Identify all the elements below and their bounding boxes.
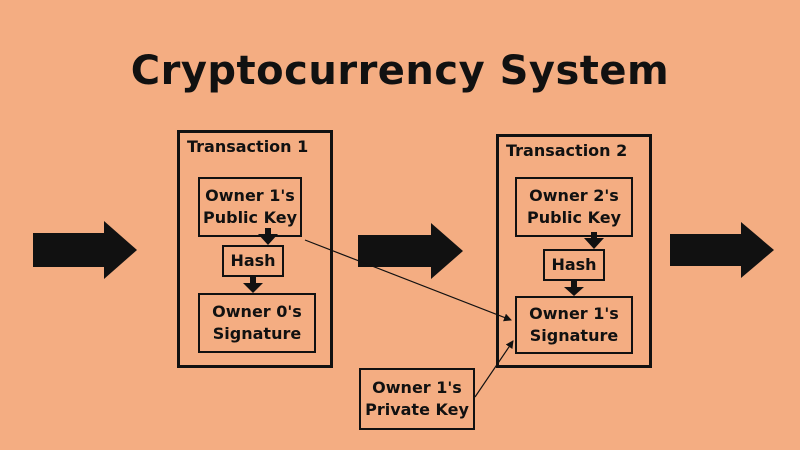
transaction-2-signature-box: Owner 1's Signature (515, 296, 633, 354)
private-key-text: Private Key (365, 400, 469, 419)
flow-arrow-middle (358, 223, 463, 279)
flow-arrow-left (33, 221, 137, 279)
transaction-1-signature-owner: Owner 0's (212, 302, 302, 322)
transaction-1-public-key-box: Owner 1's Public Key (198, 177, 302, 237)
transaction-1-signature-text: Signature (212, 324, 302, 343)
transaction-1-hash-label: Hash (230, 251, 276, 271)
public-key-to-signature-connector (304, 239, 512, 322)
transaction-2-block: Transaction 2 (496, 134, 652, 368)
transaction-1-public-key-owner: Owner 1's (205, 186, 295, 206)
transaction-2-public-key-owner: Owner 2's (529, 186, 619, 206)
transaction-2-signature-owner: Owner 1's (529, 304, 619, 324)
transaction-1-label: Transaction 1 (187, 137, 309, 156)
transaction-2-public-key-box: Owner 2's Public Key (515, 177, 633, 237)
private-key-owner: Owner 1's (372, 378, 462, 398)
diagram-title: Cryptocurrency System (130, 48, 670, 94)
transaction-1-public-key-text: Public Key (203, 208, 297, 227)
transaction-1-hash-box: Hash (222, 245, 284, 277)
private-key-box: Owner 1's Private Key (359, 368, 475, 430)
transaction-2-label: Transaction 2 (506, 141, 628, 160)
transaction-2-hash-box: Hash (543, 249, 605, 281)
tx1-pubkey-to-hash-arrow (258, 228, 278, 245)
transaction-2-signature-text: Signature (529, 326, 619, 345)
tx2-hash-to-signature-arrow (564, 281, 584, 296)
transaction-2-public-key-text: Public Key (527, 208, 621, 227)
transaction-1-signature-box: Owner 0's Signature (198, 293, 316, 353)
private-key-to-signature-connector (474, 340, 514, 398)
flow-arrow-right (670, 222, 774, 278)
transaction-2-hash-label: Hash (551, 255, 597, 275)
transaction-1-block: Transaction 1 (177, 130, 333, 368)
tx2-pubkey-to-hash-arrow (584, 232, 604, 249)
tx1-hash-to-signature-arrow (243, 277, 263, 293)
